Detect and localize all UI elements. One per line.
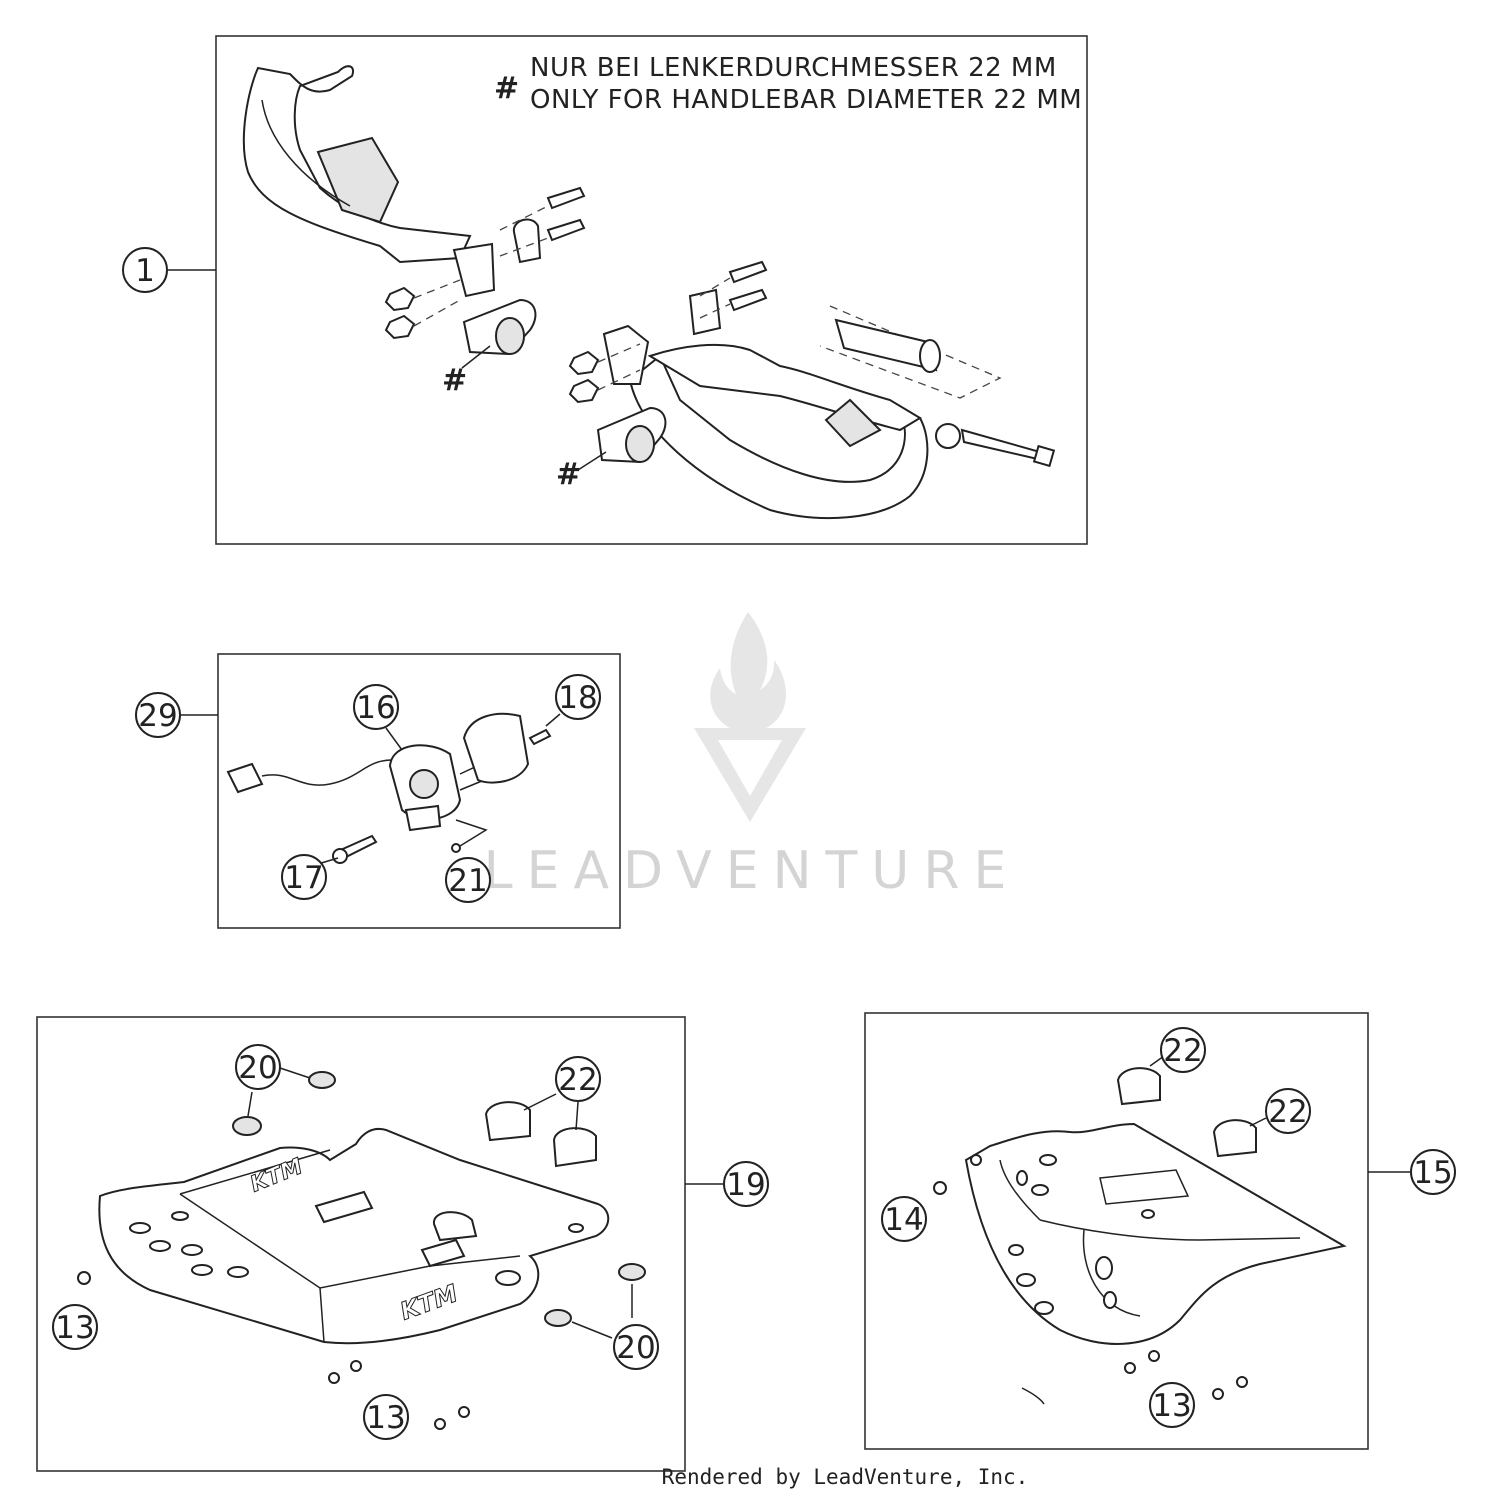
- svg-text:18: 18: [558, 680, 597, 716]
- panel-frame: [217, 653, 621, 929]
- svg-text:13: 13: [55, 1310, 94, 1346]
- watermark-flame-icon: [710, 612, 786, 728]
- watermark-text: LEADVENTURE: [484, 841, 1021, 901]
- callout-14: 14: [881, 1196, 927, 1242]
- skid-plate-drawing: KTM KTM: [77, 1067, 646, 1430]
- callout-17: 17: [281, 854, 327, 900]
- callout-13-right: 13: [1149, 1382, 1195, 1428]
- svg-text:20: 20: [238, 1050, 277, 1086]
- panel-engine-guard: 22 22 14 15 13: [864, 1012, 1456, 1450]
- callout-1: 1: [122, 247, 168, 293]
- callout-21: 21: [445, 857, 491, 903]
- panel-skid-plate: KTM KTM 20: [36, 1016, 769, 1472]
- note-line-en: ONLY FOR HANDLEBAR DIAMETER 22 MM: [530, 85, 1082, 115]
- callout-15: 15: [1410, 1149, 1456, 1195]
- panel-sensor: 29 16 18 17 21: [135, 653, 621, 929]
- callout-20-top: 20: [235, 1044, 281, 1090]
- svg-text:22: 22: [558, 1062, 597, 1098]
- callout-22-right: 22: [1265, 1088, 1311, 1134]
- left-handguard-drawing: [242, 65, 586, 369]
- leadventure-watermark: LEADVENTURE: [484, 612, 1021, 901]
- panel-handguards: # NUR BEI LENKERDURCHMESSER 22 MM ONLY F…: [122, 35, 1088, 545]
- svg-text:22: 22: [1268, 1094, 1307, 1130]
- panel-frame: [215, 35, 1088, 545]
- svg-text:16: 16: [356, 690, 395, 726]
- svg-text:14: 14: [884, 1202, 923, 1238]
- callout-16: 16: [353, 684, 399, 730]
- note-line-de: NUR BEI LENKERDURCHMESSER 22 MM: [530, 53, 1057, 83]
- svg-text:21: 21: [448, 863, 487, 899]
- right-handguard-drawing: [568, 260, 1056, 520]
- callout-29: 29: [135, 692, 181, 738]
- footer-credit: Rendered by LeadVenture, Inc.: [662, 1465, 1029, 1489]
- note-symbol: #: [494, 71, 519, 106]
- callout-22-top: 22: [1160, 1027, 1206, 1073]
- callout-19: 19: [723, 1161, 769, 1207]
- svg-text:22: 22: [1163, 1033, 1202, 1069]
- engine-guard-drawing: [933, 1055, 1347, 1405]
- callout-20-bottom: 20: [613, 1324, 659, 1370]
- sensor-drawing: [226, 712, 561, 865]
- callout-13-bottom: 13: [363, 1394, 409, 1440]
- watermark-v-icon: [694, 728, 806, 822]
- callout-22-left: 22: [555, 1056, 601, 1102]
- svg-text:1: 1: [135, 253, 155, 289]
- svg-text:20: 20: [616, 1330, 655, 1366]
- svg-text:13: 13: [366, 1400, 405, 1436]
- hash-mark-left: #: [442, 363, 467, 398]
- svg-text:17: 17: [284, 860, 323, 896]
- svg-text:19: 19: [726, 1167, 765, 1203]
- svg-text:15: 15: [1413, 1155, 1452, 1191]
- panel-frame: [36, 1016, 686, 1472]
- hash-mark-right: #: [556, 457, 581, 492]
- svg-text:29: 29: [138, 698, 177, 734]
- callout-13-left: 13: [52, 1304, 98, 1350]
- panel-frame: [864, 1012, 1369, 1450]
- svg-text:13: 13: [1152, 1388, 1191, 1424]
- callout-18: 18: [555, 674, 601, 720]
